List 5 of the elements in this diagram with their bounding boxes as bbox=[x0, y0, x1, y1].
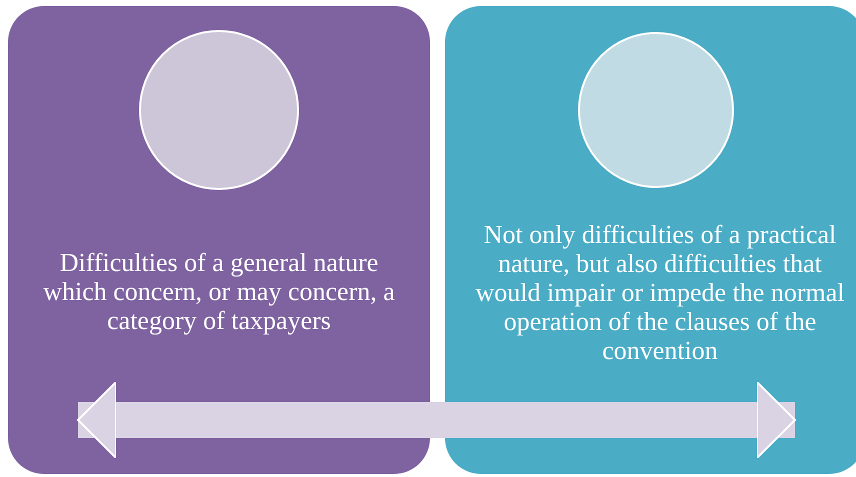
double-arrow bbox=[77, 381, 796, 459]
panel-text: Difficulties of a general nature which concern, or may concern, a category of taxpayers bbox=[42, 248, 396, 335]
panel-text: Not only difficulties of a practical nature, but also difficulties that would impair or impede the normal operation of the clauses of the convention bbox=[474, 220, 846, 365]
content-panel bbox=[445, 6, 856, 474]
content-panel bbox=[8, 6, 430, 474]
